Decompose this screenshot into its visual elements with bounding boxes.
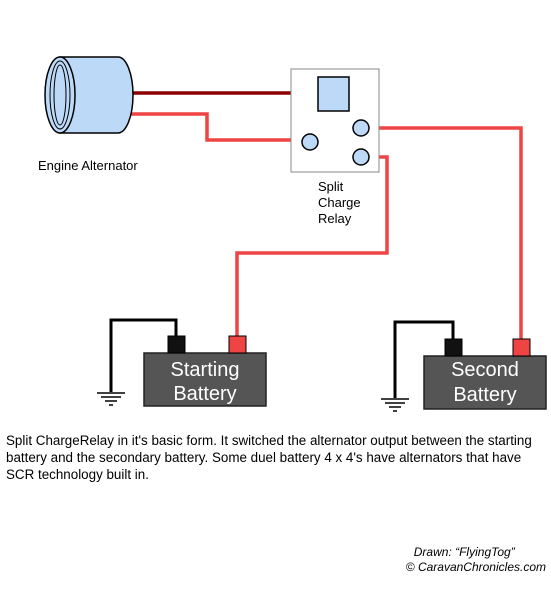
starting-battery-label-line2: Battery [173, 383, 236, 405]
relay-label-line2: Charge [318, 195, 361, 210]
second-battery-label-line1: Second [451, 359, 519, 381]
battery-icon [423, 338, 547, 410]
relay-label-line1: Split [318, 179, 344, 194]
credits: Drawn: “FlyingTog” © CaravanChronicles.c… [406, 545, 546, 575]
relay-icon [290, 68, 380, 173]
wiring-diagram: Engine Alternator Split Charge Relay Sta… [38, 56, 547, 412]
ground-icon [97, 392, 125, 406]
caption: Split ChargeRelay in it's basic form. It… [6, 433, 532, 482]
alternator-label: Engine Alternator [38, 158, 138, 173]
relay-label-line3: Relay [318, 211, 352, 226]
starting-battery-ground-wire [109, 318, 178, 392]
starting-battery-label-line1: Starting [171, 359, 240, 381]
alternator-output-wire [125, 112, 306, 142]
battery-icon [143, 335, 267, 407]
alternator-icon [44, 56, 134, 134]
ground-icon [381, 398, 409, 412]
copyright: © CaravanChronicles.com [405, 560, 546, 574]
second-battery-positive-wire [361, 126, 523, 340]
second-battery-ground-wire [393, 320, 455, 398]
second-battery-label-line2: Battery [453, 384, 516, 406]
starting-battery-positive-wire [235, 155, 389, 340]
drawn-by: Drawn: “FlyingTog” [413, 545, 515, 559]
